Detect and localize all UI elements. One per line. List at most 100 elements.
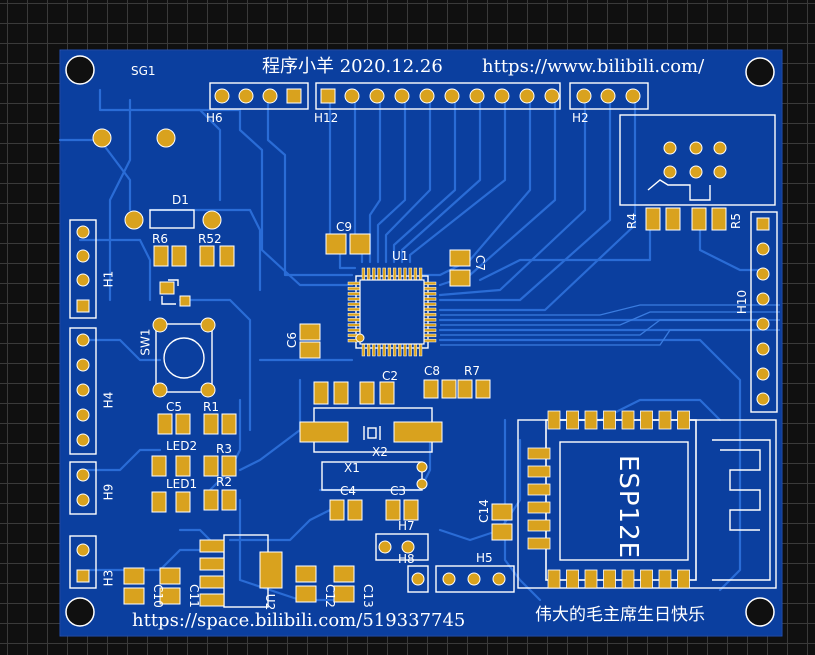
esp12e-pads	[527, 410, 690, 589]
u1-pad	[423, 333, 437, 338]
esp12e-pad	[584, 410, 598, 430]
esp12e-pad	[547, 569, 561, 589]
u1-pad	[347, 318, 361, 322]
u1-pad	[423, 302, 437, 306]
silk-c3: C3	[390, 484, 407, 498]
esp12e-pad	[584, 569, 598, 589]
silk-c13: C13	[360, 584, 375, 608]
esp12e-pad	[640, 569, 653, 589]
esp12e-pad	[547, 410, 561, 430]
u1-pad	[347, 323, 361, 327]
u1-pad	[408, 267, 412, 281]
u1-pad	[347, 281, 361, 286]
board-url-top: https://www.bilibili.com/	[482, 56, 705, 77]
silk-c9: C9	[336, 220, 353, 234]
u1-pad	[361, 343, 366, 357]
silk-u1: U1	[392, 249, 409, 263]
silk-sw1: SW1	[138, 328, 153, 356]
u1-body	[359, 279, 425, 345]
silk-r2: R2	[216, 475, 232, 489]
u1-pad	[423, 338, 437, 343]
esp12e-pad	[677, 569, 690, 589]
silk-d1: D1	[172, 193, 189, 207]
u1-pad	[387, 343, 392, 357]
u1-pad	[382, 343, 386, 357]
u1-pad	[423, 328, 437, 332]
silk-c2: C2	[382, 369, 399, 383]
silk-sg1: SG1	[131, 64, 156, 78]
esp12e-pad	[527, 537, 551, 550]
u1-pad	[382, 267, 386, 281]
silk-r6: R6	[152, 232, 168, 246]
esp12e-module-label: ESP12E	[613, 454, 644, 560]
silk-r52: R52	[198, 232, 222, 246]
silk-r1: R1	[203, 400, 219, 414]
esp12e-pad	[603, 569, 616, 589]
u1-pad	[398, 343, 402, 357]
u1-pad	[403, 267, 407, 281]
u1-pad	[403, 343, 407, 357]
esp12e-pad	[527, 501, 551, 514]
u1-pad	[347, 302, 361, 306]
u1-pad	[423, 307, 437, 312]
u1-pad	[423, 286, 437, 291]
u1-pad	[347, 312, 361, 317]
silk-c8: C8	[424, 364, 441, 378]
silk-r7: R7	[464, 364, 480, 378]
board-title-text: 程序小羊 2020.12.26	[262, 56, 443, 77]
u1-pin1-marker	[355, 333, 365, 343]
esp12e-pad	[566, 569, 579, 589]
u1-pad	[366, 267, 371, 281]
u1-pad	[377, 267, 381, 281]
board-outline	[59, 49, 783, 637]
silkscreen	[69, 82, 778, 608]
u1-pad	[366, 343, 371, 357]
u1-pad	[347, 292, 361, 296]
u1-pad	[387, 267, 392, 281]
silk-led2: LED2	[166, 439, 198, 453]
silk-h3: H3	[101, 569, 116, 587]
mounting-holes	[65, 55, 775, 627]
board-slogan: 伟大的毛主席生日快乐	[535, 605, 705, 625]
u1-pad	[392, 267, 397, 281]
esp12e-pad	[640, 410, 653, 430]
u1-pad	[347, 328, 361, 332]
esp12e-pad	[527, 483, 551, 496]
silk-h9: H9	[101, 483, 116, 501]
silk-h8: H8	[398, 552, 415, 566]
esp12e-pad	[527, 519, 551, 532]
silk-h7: H7	[398, 519, 415, 533]
silk-c5: C5	[166, 400, 183, 414]
silk-h4: H4	[101, 391, 116, 409]
u1-pad	[418, 267, 423, 281]
trace-bundle	[440, 304, 780, 346]
silk-c14: C14	[476, 499, 491, 523]
u1-pad	[372, 267, 376, 281]
u1-pad	[423, 297, 437, 301]
silk-r3: R3	[216, 442, 232, 456]
silk-c4: C4	[340, 484, 357, 498]
u1-pad	[418, 343, 423, 357]
esp12e-pad	[658, 410, 672, 430]
traces	[58, 88, 765, 602]
silk-c11: C11	[186, 584, 201, 608]
u1-pad	[347, 286, 361, 291]
silk-h5: H5	[476, 551, 493, 565]
crystal-symbol	[363, 426, 381, 440]
esp12e-pad	[621, 410, 635, 430]
silk-c7: C7	[473, 254, 488, 272]
u1-pad	[392, 343, 397, 357]
silk-c6: C6	[285, 331, 300, 349]
silk-x1: X1	[344, 461, 360, 475]
silk-h6: H6	[206, 111, 223, 125]
silk-c10: C10	[150, 584, 165, 608]
u1-pad	[372, 343, 376, 357]
board-url-bottom: https://space.bilibili.com/519337745	[132, 610, 466, 631]
silk-c12: C12	[322, 584, 337, 608]
silk-h2: H2	[572, 111, 589, 125]
esp12e-pad	[566, 410, 579, 430]
esp12e-pad	[621, 569, 635, 589]
esp12e-pad	[658, 569, 672, 589]
silk-led1: LED1	[166, 477, 198, 491]
